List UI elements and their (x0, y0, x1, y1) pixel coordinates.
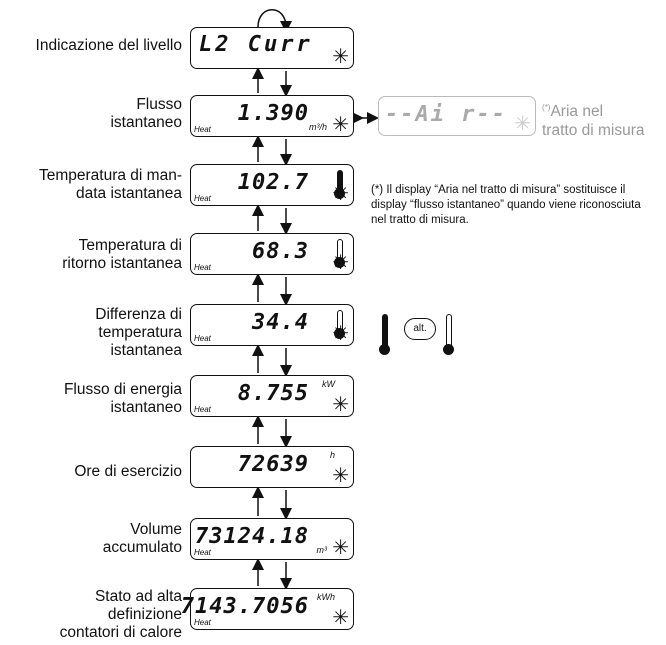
star-icon: ✳ (332, 323, 349, 345)
thermometer-empty-icon (443, 314, 454, 355)
lcd-heat-tag: Heat (194, 334, 211, 343)
level-label: Ore di esercizio (74, 463, 182, 480)
lcd-heat-tag: Heat (194, 618, 211, 627)
thermometer-icon (334, 310, 345, 339)
lcd-heat-tag: Heat (194, 125, 211, 134)
alternating-thermometer: alt. (379, 310, 470, 360)
lcd-unit: h (329, 450, 335, 460)
thermometer-full-icon (379, 314, 390, 355)
lcd-heat-tag: Heat (194, 263, 211, 272)
lcd-heat-tag: Heat (194, 194, 211, 203)
footnote: (*) Il display “Aria nel tratto di misur… (371, 184, 641, 226)
level-label: Temperatura di man-data istantanea (38, 167, 182, 202)
lcd-display: 8.755 kW Heat ✳ (190, 375, 354, 417)
lcd-unit: kW (322, 379, 335, 389)
lcd-unit: m³/h (309, 122, 327, 132)
air-display: --Ai r-- ✳ (378, 96, 536, 136)
star-icon: ✳ (332, 607, 349, 629)
lcd-value: 72639 (237, 452, 309, 477)
air-label-text: Aria nel tratto di misura (542, 103, 645, 140)
thermometer-icon (334, 239, 345, 268)
thermometer-icon (334, 170, 345, 199)
lcd-value: 34.4 (252, 310, 309, 335)
star-icon: ✳ (332, 114, 349, 136)
lcd-display: L2 Curr ✳ (190, 27, 354, 69)
lcd-unit: m³ (316, 545, 328, 555)
air-label: (*)Aria nel tratto di misura (542, 98, 645, 140)
star-icon: ✳ (332, 252, 349, 274)
lcd-value: 68.3 (252, 239, 309, 264)
lcd-display: 73124.18 m³ Heat ✳ (190, 518, 354, 560)
air-display-value: --Ai r-- (385, 102, 507, 127)
lcd-value: L2 Curr (199, 32, 313, 57)
star-icon: ✳ (332, 537, 349, 559)
star-icon: ✳ (332, 183, 349, 205)
lcd-display: 72639 h ✳ (190, 446, 354, 488)
star-icon: ✳ (332, 465, 349, 487)
alt-badge: alt. (404, 318, 436, 340)
loop-arrow (257, 9, 292, 33)
lcd-unit: kWh (317, 592, 335, 602)
lcd-heat-tag: Heat (194, 548, 211, 557)
level-label: Indicazione del livello (35, 37, 182, 54)
star-icon: ✳ (514, 113, 531, 135)
lcd-heat-tag: Heat (194, 405, 211, 414)
lcd-value: 8.755 (237, 381, 309, 406)
star-icon: ✳ (332, 394, 349, 416)
lcd-value: 102.7 (237, 170, 309, 195)
lcd-value: 73124.18 (195, 524, 309, 549)
air-label-mark: (*) (542, 103, 551, 112)
star-icon: ✳ (332, 46, 349, 68)
lcd-value: 7143.7056 (180, 594, 309, 619)
lcd-value: 1.390 (237, 101, 309, 126)
